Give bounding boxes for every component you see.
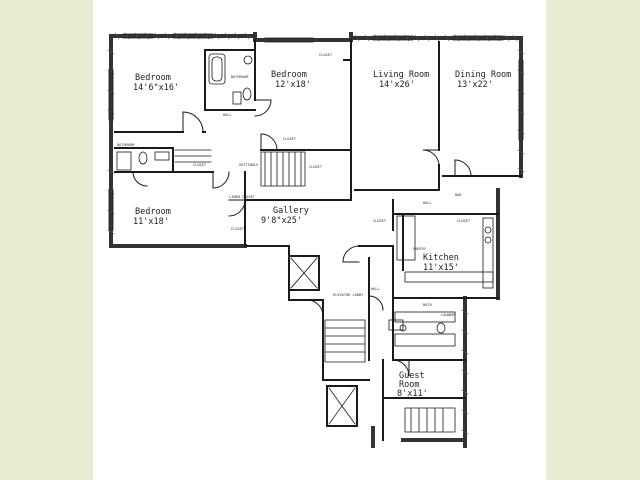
fixtures <box>116 53 494 433</box>
kitchen-size: 11'x15' <box>423 263 459 273</box>
linen-closet-label: LINEN CLOSET <box>229 195 256 199</box>
living-room-size: 14'x26' <box>379 80 415 90</box>
bedroom-2-size: 12'x18' <box>275 80 311 90</box>
bedroom-1-size: 14'6"x16' <box>133 83 179 93</box>
bedroom-3-name: Bedroom <box>135 207 171 217</box>
closet-b-label: CLOSET <box>193 163 207 167</box>
hall-b-label: HALL <box>423 201 432 205</box>
annotation-labels: BATHROOM BATHROOM CLOSET CLOSET CLOSET C… <box>117 53 471 317</box>
vestibule-label: VESTIBULE <box>239 163 258 167</box>
floor-plan-drawing: Bedroom 14'6"x16' Bedroom 12'x18' Living… <box>107 32 525 448</box>
room-labels: Bedroom 14'6"x16' Bedroom 12'x18' Living… <box>133 70 511 399</box>
closet-e-label: CLOSET <box>373 219 387 223</box>
closet-d-label: CLOSET <box>309 165 323 169</box>
dining-room-size: 13'x22' <box>457 80 493 90</box>
wall-hatching <box>107 32 525 435</box>
interior-walls <box>114 39 522 441</box>
hall-c-label: HALL <box>371 287 380 291</box>
guest-room-name-2: Room <box>399 380 419 390</box>
gallery-name: Gallery <box>273 206 309 216</box>
bedroom-3-size: 11'x18' <box>133 217 169 227</box>
pantry-label: PANTRY <box>413 247 427 251</box>
windows <box>108 33 524 231</box>
exterior-walls <box>109 32 523 448</box>
hall-a-label: HALL <box>223 113 232 117</box>
bar-label: BAR <box>455 193 462 197</box>
kitchen-name: Kitchen <box>423 253 459 263</box>
guest-room-size: 8'x11' <box>397 389 428 399</box>
closet-c-label: CLOSET <box>283 137 297 141</box>
bathroom-b-label: BATHROOM <box>117 143 135 147</box>
doors <box>132 99 472 377</box>
guest-room-name: Guest <box>399 371 425 381</box>
floor-plan-sheet: Bedroom 14'6"x16' Bedroom 12'x18' Living… <box>93 0 546 480</box>
living-room-name: Living Room <box>373 70 429 80</box>
guest-bath-label: BATH <box>423 303 432 307</box>
dining-room-name: Dining Room <box>455 70 511 80</box>
closet-a-label: CLOSET <box>319 53 333 57</box>
bedroom-1-name: Bedroom <box>135 73 171 83</box>
elevator-lobby-label: ELEVATOR LOBBY <box>333 293 364 297</box>
bathroom-a-label: BATHROOM <box>231 75 249 79</box>
closet-f-label: CLOSET <box>457 219 471 223</box>
gallery-size: 9'8"x25' <box>261 216 302 226</box>
laundry-label: LAUNDRY <box>441 313 457 317</box>
bedroom-2-name: Bedroom <box>271 70 307 80</box>
closet-g-label: CLOSET <box>231 227 245 231</box>
